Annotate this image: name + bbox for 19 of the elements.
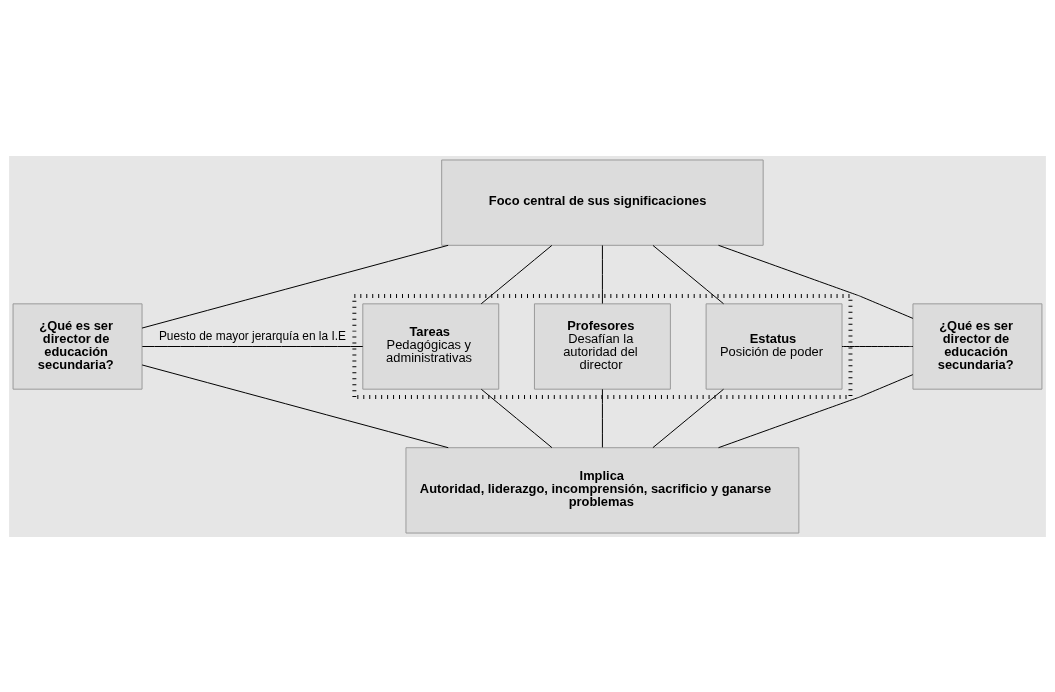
node-box: ¿Qué es ser director de educación secundaria? — [12, 302, 143, 390]
connector — [652, 244, 725, 304]
node-box: Profesores Desafían la autoridad del director — [533, 302, 671, 390]
node-box: Estatus Posición de poder — [705, 302, 843, 390]
connector — [718, 244, 914, 319]
node-box: Tareas Pedagógicas y administrativas — [362, 302, 500, 390]
connector — [141, 345, 364, 347]
connector — [141, 363, 449, 448]
connector — [141, 244, 449, 329]
connector — [480, 244, 553, 304]
edge-label: Puesto de mayor jerarquía en la I.E — [158, 328, 346, 343]
node-box: ¿Qué es ser director de educación secundaria? — [912, 302, 1043, 390]
node-box: Implica Autoridad, liderazgo, incomprensión, sacrificio y ganarse problemas — [405, 446, 800, 534]
cluster — [352, 293, 853, 399]
node-box: Foco central de sus significaciones — [441, 158, 764, 246]
connector — [601, 388, 603, 448]
connector — [841, 345, 914, 347]
connector — [718, 373, 914, 448]
connector — [601, 244, 603, 304]
